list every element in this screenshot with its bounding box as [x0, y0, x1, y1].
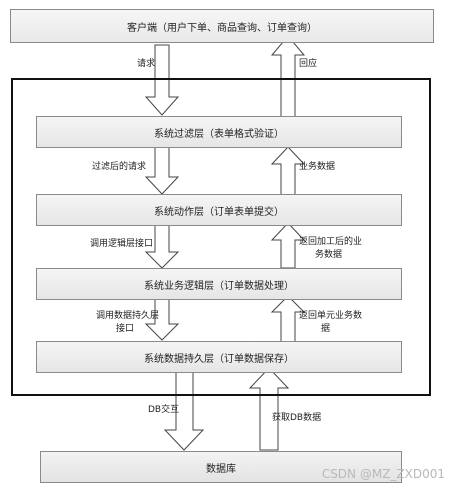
system-boundary	[11, 78, 431, 396]
arrow-db-up	[248, 367, 290, 451]
edge-label-db-interaction: DB交互	[148, 405, 180, 415]
arrow-db-down	[163, 369, 205, 451]
edge-label-call-persist-1: 调用数据持久层	[96, 311, 160, 321]
arrow-response-up	[270, 35, 306, 119]
edge-label-return-processed-1: 返回加工后的业	[299, 237, 363, 247]
edge-label-business-data: 业务数据	[299, 162, 336, 172]
arrow-call-persist-down	[144, 298, 180, 341]
database-label: 数据库	[206, 463, 236, 475]
edge-label-return-unit-2: 据	[321, 324, 331, 334]
edge-label-get-db-data: 获取DB数据	[272, 413, 322, 423]
persistence-layer-box: 系统数据持久层（订单数据保存）	[36, 341, 402, 373]
edge-label-return-processed-2: 务数据	[315, 250, 343, 260]
watermark: CSDN @MZ_ZXD001	[321, 467, 445, 481]
action-layer-box: 系统动作层（订单表单提交）	[36, 194, 402, 226]
arrow-return-unit-up	[270, 295, 306, 343]
logic-layer-box: 系统业务逻辑层（订单数据处理）	[36, 268, 402, 300]
edge-label-return-unit-1: 返回单元业务数	[299, 311, 363, 321]
action-layer-label: 系统动作层（订单表单提交）	[154, 206, 284, 218]
edge-label-call-logic: 调用逻辑层接口	[90, 239, 154, 249]
client-label: 客户端（用户下单、商品查询、订单查询）	[127, 22, 317, 34]
database-box: 数据库	[40, 451, 402, 483]
arrow-filtered-request-down	[144, 146, 180, 195]
edge-label-response: 回应	[299, 59, 318, 69]
client-box: 客户端（用户下单、商品查询、订单查询）	[10, 9, 434, 43]
edge-label-filtered-request: 过滤后的请求	[92, 162, 147, 172]
filter-layer-label: 系统过滤层（表单格式验证）	[154, 128, 284, 140]
arrow-request-down	[144, 44, 180, 116]
filter-layer-box: 系统过滤层（表单格式验证）	[36, 116, 402, 148]
edge-label-request: 请求	[137, 59, 156, 69]
arrow-return-processed-up	[270, 222, 306, 269]
persistence-layer-label: 系统数据持久层（订单数据保存）	[144, 353, 294, 365]
arrow-business-data-up	[270, 146, 306, 196]
arrow-call-logic-down	[144, 224, 180, 269]
logic-layer-label: 系统业务逻辑层（订单数据处理）	[144, 280, 294, 292]
edge-label-call-persist-2: 接口	[116, 324, 135, 334]
